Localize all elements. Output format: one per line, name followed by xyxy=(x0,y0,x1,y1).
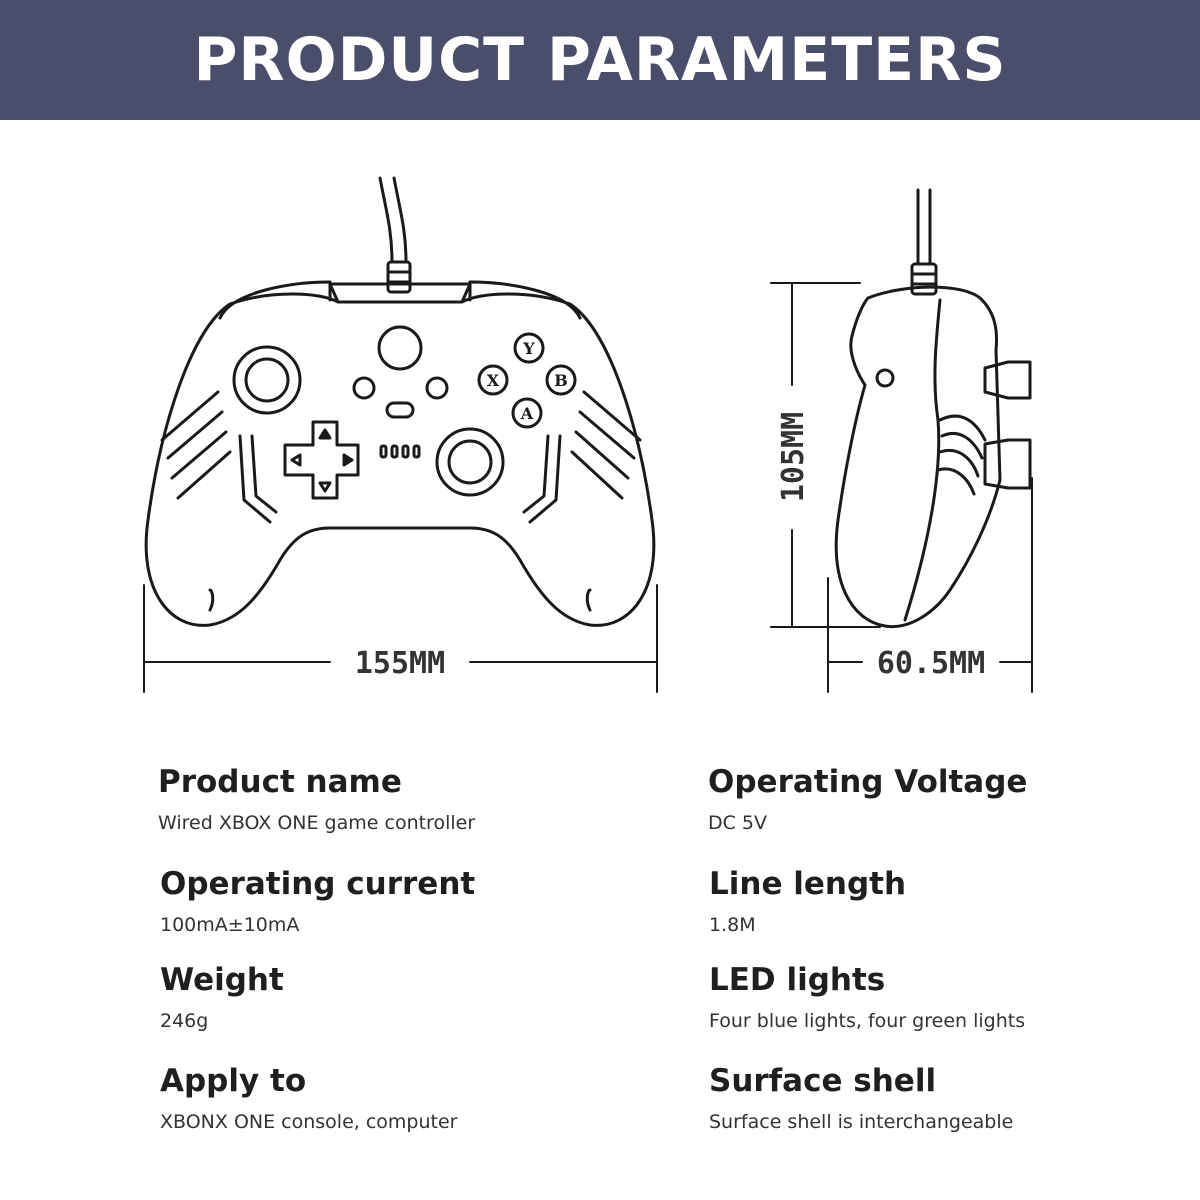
spec-label: Operating Voltage xyxy=(708,764,1028,800)
spec-apply-to: Apply to XBONX ONE console, computer xyxy=(160,1063,457,1135)
spec-label: Product name xyxy=(158,764,402,800)
spec-label: LED lights xyxy=(709,962,886,998)
spec-surface-shell: Surface shell Surface shell is interchan… xyxy=(709,1063,1013,1135)
button-y-letter: Y xyxy=(522,339,535,358)
spec-product-name: Product name Wired XBOX ONE game control… xyxy=(158,764,475,836)
spec-led-lights: LED lights Four blue lights, four green … xyxy=(709,962,1025,1034)
spec-value: Wired XBOX ONE game controller xyxy=(158,812,476,834)
spec-line-length: Line length 1.8M xyxy=(709,866,906,938)
button-a-letter: A xyxy=(520,404,534,423)
spec-value: Four blue lights, four green lights xyxy=(709,1010,1026,1032)
spec-value: XBONX ONE console, computer xyxy=(160,1111,458,1133)
spec-operating-voltage: Operating Voltage DC 5V xyxy=(708,764,1027,836)
spec-weight: Weight 246g xyxy=(160,962,284,1034)
spec-value: 1.8M xyxy=(709,914,756,936)
spec-label: Weight xyxy=(160,962,284,998)
side-depth-label: 60.5MM xyxy=(877,646,985,681)
spec-value: 246g xyxy=(160,1010,209,1032)
button-x-letter: X xyxy=(487,371,500,390)
header-banner: PRODUCT PARAMETERS xyxy=(0,0,1200,120)
front-width-label: 155MM xyxy=(355,646,445,681)
spec-value: Surface shell is interchangeable xyxy=(709,1111,1014,1133)
button-b-letter: B xyxy=(554,371,568,390)
controller-dimension-diagram: Y X B A 155MM 60.5MM 105MM xyxy=(143,176,1033,693)
page-title: PRODUCT PARAMETERS xyxy=(193,25,1007,95)
spec-value: 100mA±10mA xyxy=(160,914,300,936)
controller-side-view xyxy=(770,188,1033,693)
side-height-label: 105MM xyxy=(776,412,811,502)
controller-front-view xyxy=(143,176,658,693)
spec-label: Line length xyxy=(709,866,907,902)
spec-label: Operating current xyxy=(160,866,476,902)
spec-value: DC 5V xyxy=(708,812,768,834)
spec-label: Apply to xyxy=(160,1063,307,1099)
spec-operating-current: Operating current 100mA±10mA xyxy=(160,866,475,938)
spec-label: Surface shell xyxy=(709,1063,937,1099)
